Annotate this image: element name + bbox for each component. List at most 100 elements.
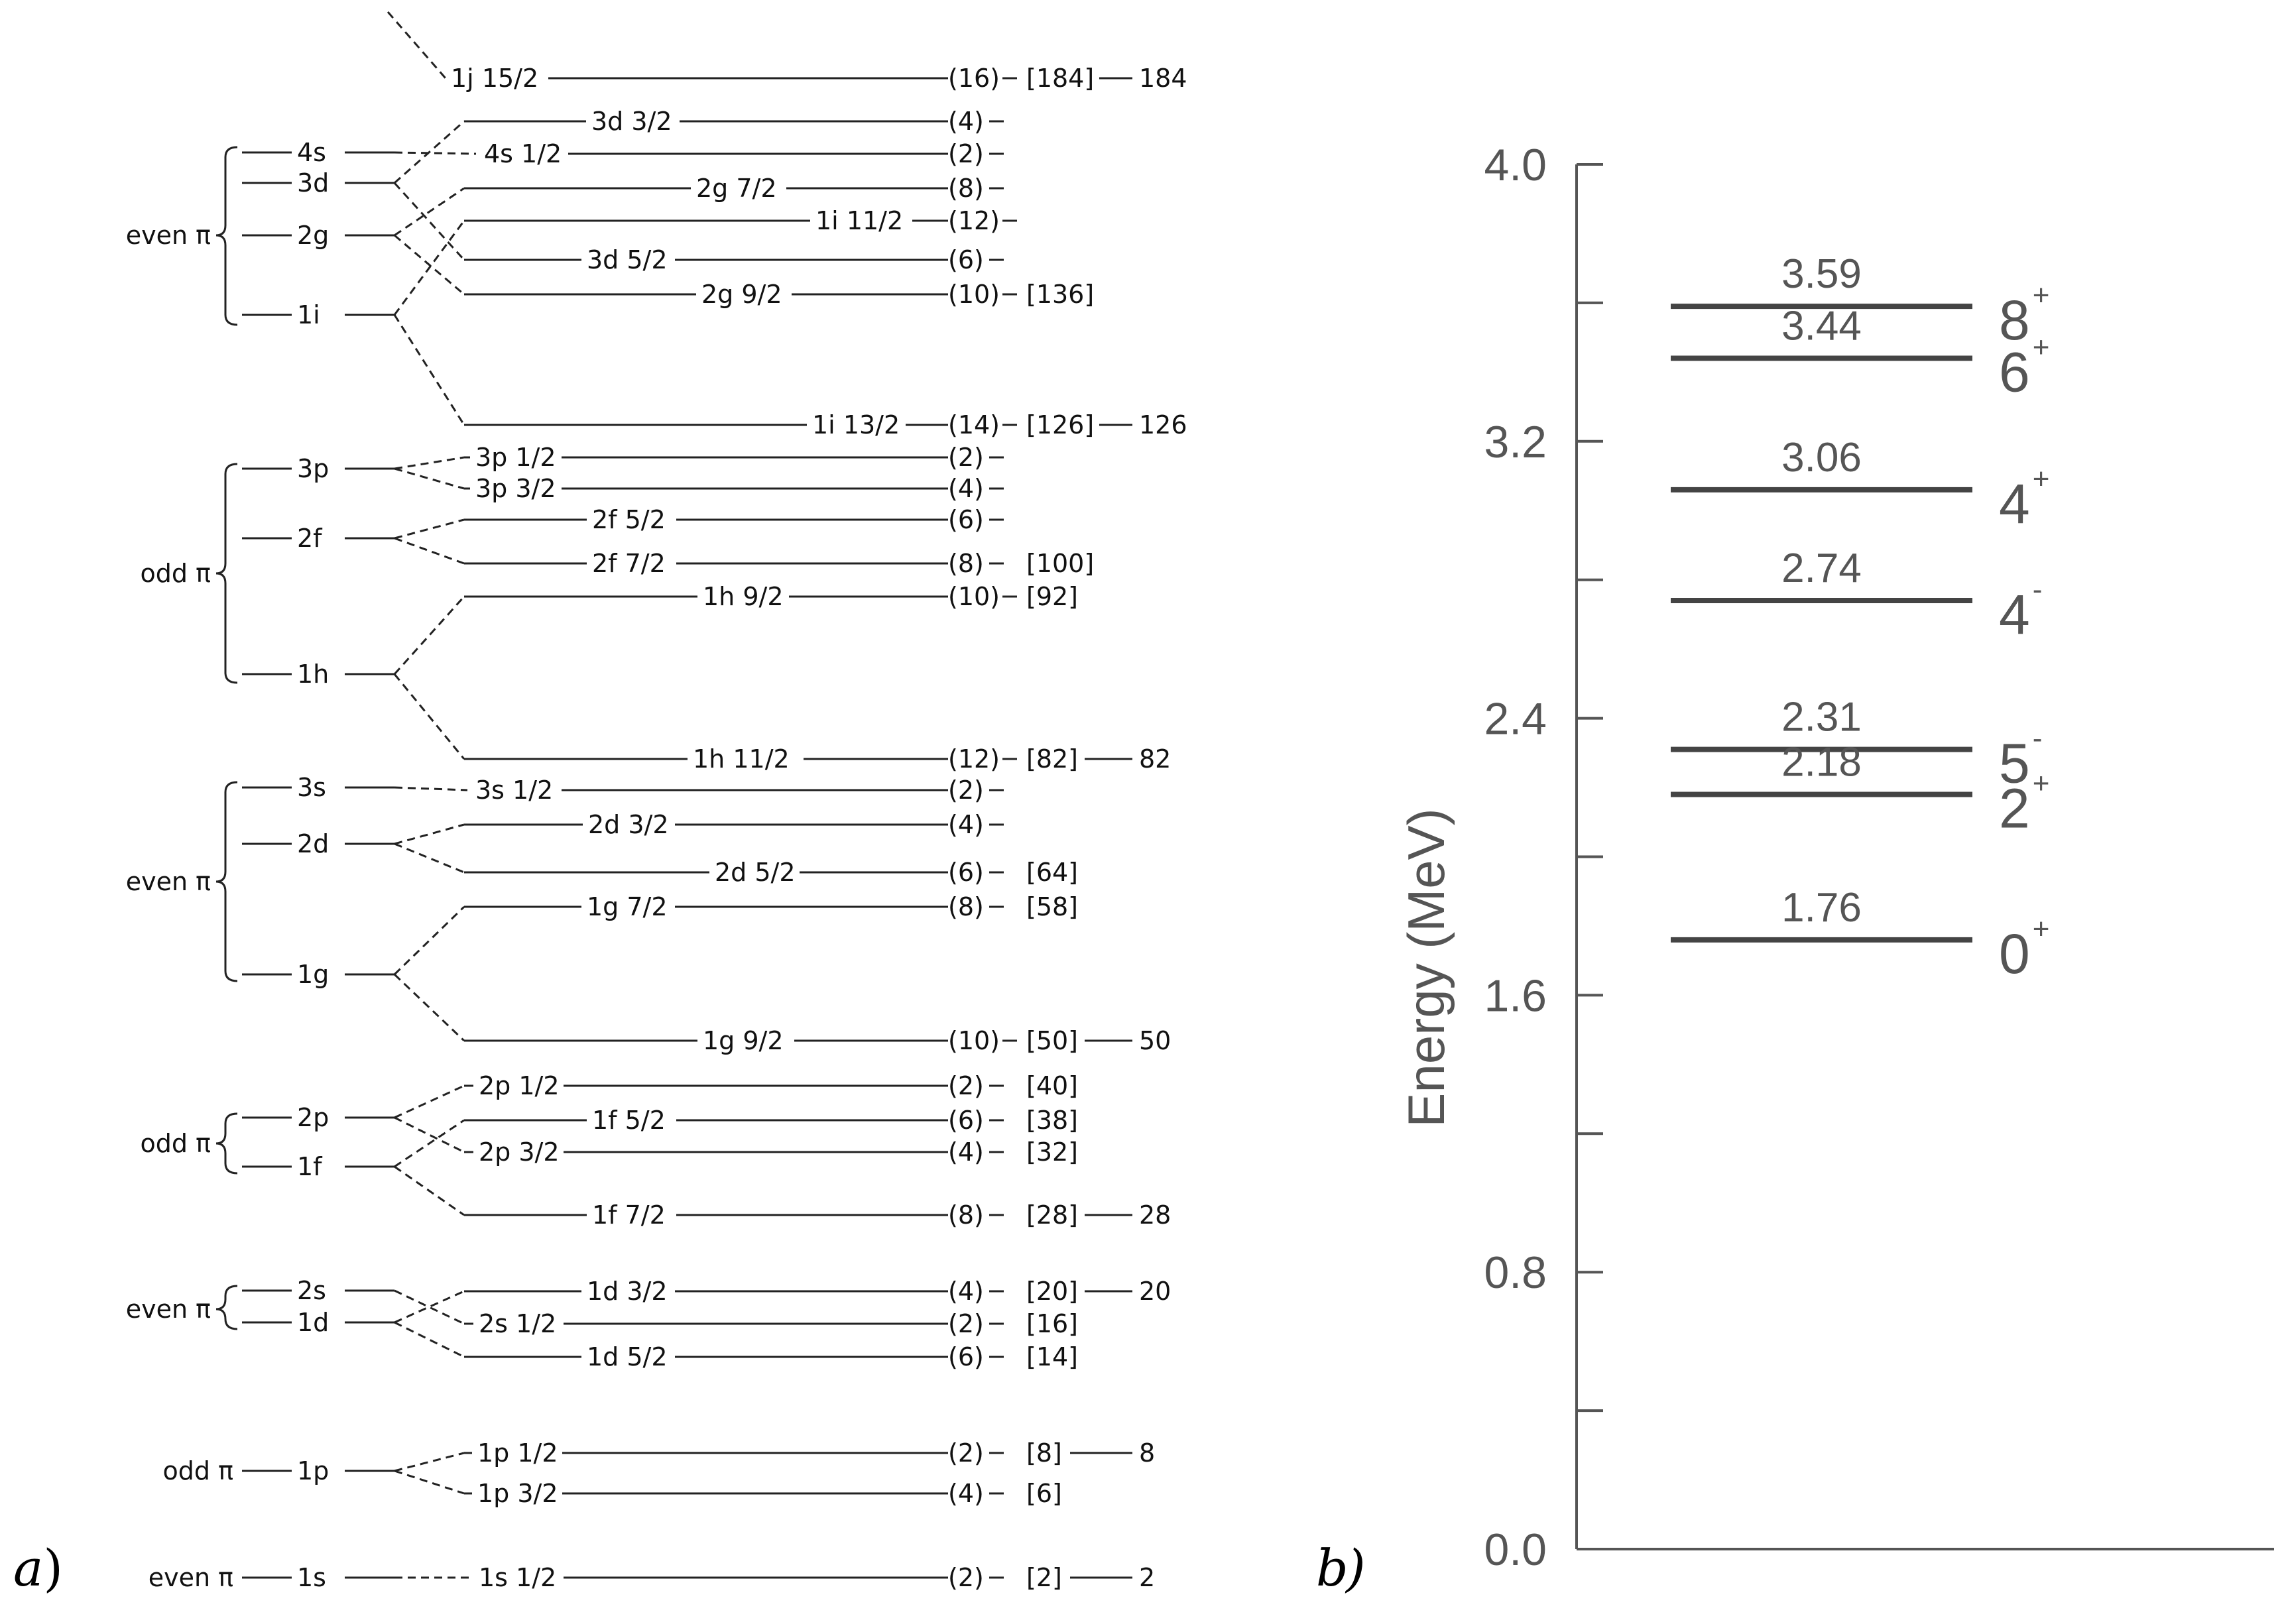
split-connector — [394, 151, 477, 155]
cumulative-count: [100] — [1026, 549, 1094, 578]
degeneracy-label: (4) — [948, 474, 984, 503]
split-connector — [393, 905, 465, 976]
y-tick-label: 0.0 — [1484, 1525, 1547, 1575]
subshell-label: 3d 3/2 — [591, 107, 672, 136]
degeneracy-label: (14) — [948, 410, 1000, 439]
degeneracy-label: (2) — [948, 1563, 984, 1592]
level-label: 3s — [297, 773, 326, 802]
cumulative-count: [40] — [1026, 1071, 1078, 1100]
split-connector — [393, 314, 465, 426]
degeneracy-label: (6) — [948, 858, 984, 887]
y-tick-label: 0.8 — [1484, 1247, 1547, 1298]
subshell-label: 1d 3/2 — [587, 1277, 668, 1306]
split-connector — [394, 234, 465, 296]
level-label: 1f — [297, 1152, 323, 1181]
parity-brace — [215, 463, 238, 684]
parity-label: even π — [126, 1295, 211, 1324]
degeneracy-label: (2) — [948, 139, 984, 168]
split-connector — [394, 1116, 465, 1153]
degeneracy-label: (4) — [948, 1137, 984, 1167]
y-tick-label: 2.4 — [1484, 694, 1547, 744]
panel-b-letter: b — [1316, 1538, 1349, 1597]
split-connector — [393, 182, 465, 261]
subshell-label: 2p 1/2 — [479, 1071, 560, 1100]
degeneracy-label: (6) — [948, 245, 984, 274]
level-label: 1d — [297, 1308, 329, 1337]
energy-value-label: 2.74 — [1781, 546, 1862, 591]
spin-parity-label: 2+ — [1999, 767, 2049, 839]
split-connector — [394, 1321, 465, 1358]
magic-number: 184 — [1139, 64, 1187, 93]
cumulative-count: [28] — [1026, 1200, 1078, 1230]
subshell-label: 1j 15/2 — [451, 64, 538, 93]
cumulative-count: [2] — [1026, 1563, 1062, 1592]
degeneracy-label: (16) — [948, 64, 1000, 93]
energy-value-label: 2.18 — [1781, 739, 1862, 785]
parity-label: odd π — [163, 1456, 233, 1485]
level-label: 1h — [297, 660, 329, 689]
cumulative-count: [136] — [1026, 280, 1094, 309]
cumulative-count: [50] — [1026, 1026, 1078, 1055]
magic-number: 82 — [1139, 744, 1171, 774]
level-label: 3d — [297, 168, 329, 198]
spin-parity-label: 6+ — [1999, 331, 2049, 403]
subshell-label: 1f 5/2 — [592, 1106, 666, 1135]
level-label: 2p — [297, 1103, 329, 1132]
degeneracy-label: (2) — [948, 443, 984, 472]
degeneracy-label: (2) — [948, 1071, 984, 1100]
subshell-label: 1h 9/2 — [703, 582, 784, 611]
cumulative-count: [126] — [1026, 410, 1094, 439]
degeneracy-label: (10) — [948, 582, 1000, 611]
cumulative-count: [92] — [1026, 582, 1078, 611]
level-label: 2f — [297, 524, 323, 553]
degeneracy-label: (6) — [948, 1342, 984, 1371]
energy-levels: 3.598+3.446+3.064+2.744-2.315-2.182+1.76… — [1671, 251, 2049, 985]
parity-brace — [215, 1285, 238, 1330]
cumulative-count: [6] — [1026, 1479, 1062, 1508]
split-connector — [394, 537, 465, 565]
degeneracy-label: (2) — [948, 1438, 984, 1468]
split-connector — [394, 1165, 465, 1216]
subshell-label: 2p 3/2 — [479, 1137, 560, 1167]
panel-b-label: ) — [1345, 1538, 1366, 1597]
energy-axis-label: Energy (MeV) — [1397, 808, 1455, 1127]
split-connector — [394, 120, 465, 184]
cumulative-count: [16] — [1026, 1309, 1078, 1338]
spin-parity-label: 8+ — [1999, 279, 2049, 351]
cumulative-count: [8] — [1026, 1438, 1062, 1468]
degeneracy-label: (8) — [948, 174, 984, 203]
subshell-label: 3p 3/2 — [475, 474, 556, 503]
cumulative-count: [20] — [1026, 1277, 1078, 1306]
level-label: 1g — [297, 960, 329, 989]
y-tick-label: 4.0 — [1484, 140, 1547, 190]
magic-number: 2 — [1139, 1563, 1155, 1592]
subshell-label: 1d 5/2 — [587, 1342, 668, 1371]
subshell-label: 1g 7/2 — [587, 892, 668, 921]
split-connector — [394, 1452, 465, 1472]
panel-a-label: a) — [13, 1538, 63, 1597]
cumulative-count: [14] — [1026, 1342, 1078, 1371]
degeneracy-label: (10) — [948, 1026, 1000, 1055]
cumulative-count: [82] — [1026, 744, 1078, 774]
cumulative-count: [38] — [1026, 1106, 1078, 1135]
subshell-label: 3p 1/2 — [475, 443, 556, 472]
parity-brace — [215, 146, 238, 326]
degeneracy-label: (2) — [948, 1309, 984, 1338]
subshell-label: 2d 5/2 — [715, 858, 796, 887]
subshell-label: 1s 1/2 — [479, 1563, 556, 1592]
subshell-label: 1p 1/2 — [477, 1438, 558, 1468]
spin-parity-label: 4+ — [1999, 463, 2049, 535]
subshell-label: 2f 7/2 — [592, 549, 666, 578]
cumulative-count: [184] — [1026, 64, 1094, 93]
split-connector — [393, 595, 465, 675]
split-connector — [387, 11, 447, 79]
split-connector — [394, 187, 465, 237]
subshell-label: 2s 1/2 — [479, 1309, 556, 1338]
parity-brace — [215, 1112, 238, 1175]
split-connector — [394, 456, 465, 470]
degeneracy-label: (8) — [948, 892, 984, 921]
level-label: 1p — [297, 1456, 329, 1485]
magic-number: 126 — [1139, 410, 1187, 439]
energy-level-chart: 0.00.81.62.43.24.0 3.598+3.446+3.064+2.7… — [1316, 140, 2274, 1597]
